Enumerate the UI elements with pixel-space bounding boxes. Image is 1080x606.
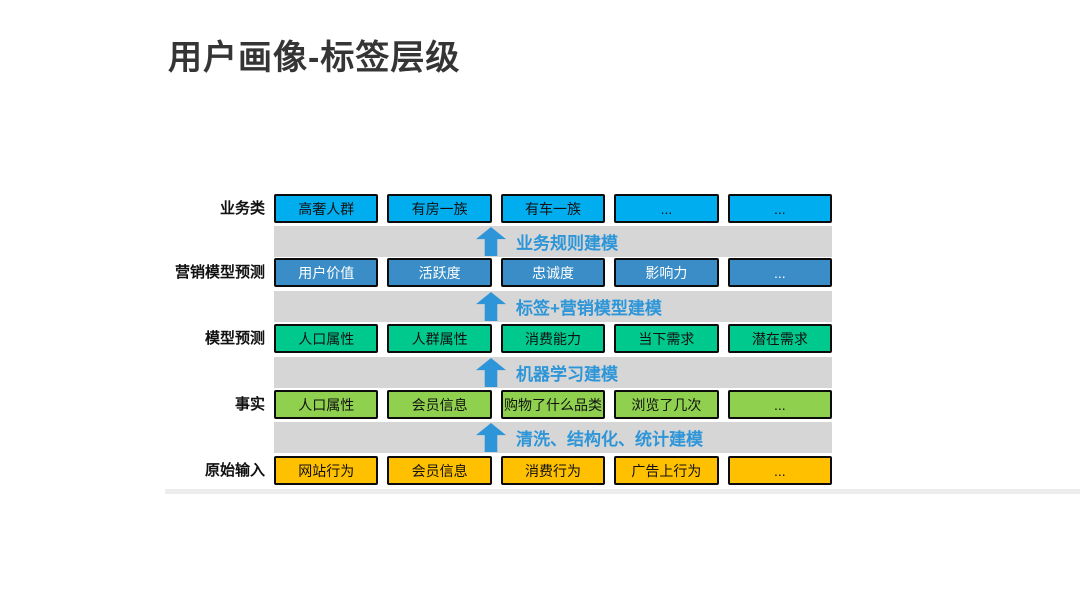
tag-box: 消费能力 xyxy=(500,324,606,353)
tag-box: ... xyxy=(727,456,833,485)
up-arrow-icon xyxy=(476,227,506,256)
row-label-facts: 事实 xyxy=(234,396,265,413)
page-title: 用户画像-标签层级 xyxy=(168,39,461,77)
tag-row-facts: 人口属性 会员信息 购物了什么品类 浏览了几次 ... xyxy=(274,390,833,419)
tag-row-model-prediction: 人口属性 人群属性 消费能力 当下需求 潜在需求 xyxy=(274,324,833,353)
tag-box: 当下需求 xyxy=(614,324,719,353)
tag-box: ... xyxy=(727,258,833,287)
tag-box: 会员信息 xyxy=(387,390,492,419)
tag-box: ... xyxy=(614,194,719,223)
tag-box: 网站行为 xyxy=(274,456,379,485)
tag-box: 人口属性 xyxy=(274,390,379,419)
tag-box: 人群属性 xyxy=(387,324,492,353)
tag-box: ... xyxy=(727,390,833,419)
tag-box: 影响力 xyxy=(614,258,719,287)
tag-box: 活跃度 xyxy=(387,258,492,287)
modeling-band-business-rules: 业务规则建模 xyxy=(274,226,832,257)
modeling-band-label: 业务规则建模 xyxy=(516,234,618,253)
modeling-band-label: 清洗、结构化、统计建模 xyxy=(516,430,703,449)
tag-row-marketing-model-prediction: 用户价值 活跃度 忠诚度 影响力 ... xyxy=(274,258,833,287)
slide-edge-shadow xyxy=(165,489,1080,494)
row-label-business-class: 业务类 xyxy=(219,200,265,217)
tag-box: 用户价值 xyxy=(274,258,379,287)
tag-box: 会员信息 xyxy=(387,456,492,485)
tag-box: 消费行为 xyxy=(500,456,606,485)
row-label-marketing-model-prediction: 营销模型预测 xyxy=(174,264,265,281)
tag-row-raw-input: 网站行为 会员信息 消费行为 广告上行为 ... xyxy=(274,456,833,485)
modeling-band-cleaning-structuring: 清洗、结构化、统计建模 xyxy=(274,422,832,453)
tag-row-business-class: 高奢人群 有房一族 有车一族 ... ... xyxy=(274,194,833,223)
tag-box: 购物了什么品类 xyxy=(500,390,606,419)
row-label-model-prediction: 模型预测 xyxy=(204,330,265,347)
up-arrow-icon xyxy=(476,423,506,452)
up-arrow-icon xyxy=(476,292,506,321)
tag-box: 广告上行为 xyxy=(614,456,719,485)
modeling-band-label: 标签+营销模型建模 xyxy=(516,299,662,318)
modeling-band-machine-learning: 机器学习建模 xyxy=(274,357,832,388)
tag-box: 人口属性 xyxy=(274,324,379,353)
tag-box: 有房一族 xyxy=(387,194,492,223)
tag-box: 忠诚度 xyxy=(500,258,606,287)
modeling-band-label: 机器学习建模 xyxy=(516,365,618,384)
tag-box: 浏览了几次 xyxy=(614,390,719,419)
up-arrow-icon xyxy=(476,358,506,387)
tag-box: ... xyxy=(727,194,833,223)
tag-box: 高奢人群 xyxy=(274,194,379,223)
row-label-raw-input: 原始输入 xyxy=(204,462,265,479)
modeling-band-tag-marketing-model: 标签+营销模型建模 xyxy=(274,291,832,322)
tag-box: 潜在需求 xyxy=(727,324,833,353)
tag-box: 有车一族 xyxy=(500,194,606,223)
